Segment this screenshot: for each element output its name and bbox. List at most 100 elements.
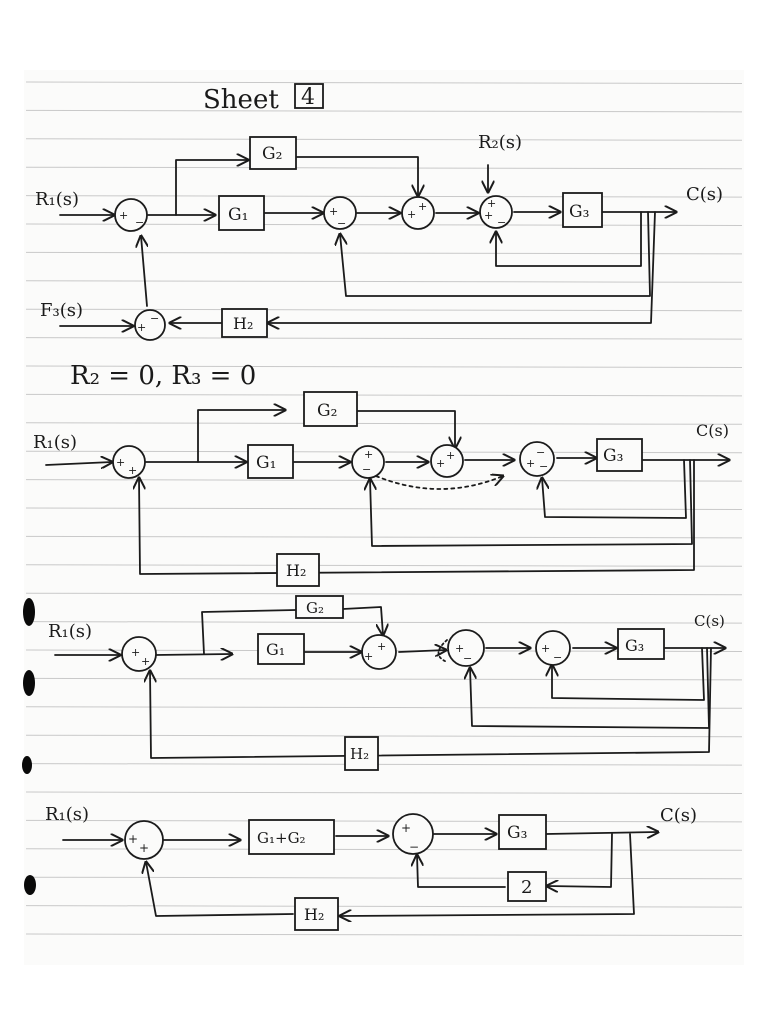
block-g2-label: G₂ xyxy=(317,401,337,421)
output-label: C(s) xyxy=(660,805,697,826)
ruled-line xyxy=(25,81,743,84)
svg-text:+: + xyxy=(128,464,137,477)
block-g1-label: G₁ xyxy=(256,453,276,473)
ruled-line xyxy=(25,734,743,738)
block-gain-2-label: 2 xyxy=(521,877,532,898)
ruled-line xyxy=(25,535,743,539)
block-h2-label: H₂ xyxy=(286,561,306,580)
input-label: R₁(s) xyxy=(33,432,77,453)
svg-text:+: + xyxy=(484,209,493,222)
svg-text:+: + xyxy=(407,208,416,221)
disturbance-f3-label: F₃(s) xyxy=(40,300,83,321)
ruled-line xyxy=(25,621,743,624)
ruled-line xyxy=(25,933,743,936)
block-g3 xyxy=(498,814,547,850)
block-h2-label: H₂ xyxy=(350,745,369,763)
ruled-line xyxy=(25,507,743,510)
ruled-line xyxy=(25,337,743,340)
svg-text:+: + xyxy=(119,209,128,222)
svg-text:−: − xyxy=(150,312,159,325)
output-label: C(s) xyxy=(686,184,723,205)
svg-text:+: + xyxy=(436,457,445,470)
block-g1-label: G₁ xyxy=(228,205,248,225)
ruled-line xyxy=(25,564,743,567)
sum-junction xyxy=(112,445,146,479)
sheet-header: Sheet 4 xyxy=(203,83,324,115)
sum-junction xyxy=(479,195,513,229)
svg-text:+: + xyxy=(377,640,386,653)
ruled-line xyxy=(25,876,743,880)
block-g2-label: G₂ xyxy=(306,599,324,617)
block-g3 xyxy=(617,628,665,660)
block-g3-label: G₃ xyxy=(507,823,527,843)
svg-text:+: + xyxy=(139,841,149,855)
ruled-line xyxy=(25,422,743,425)
svg-text:+: + xyxy=(128,832,138,846)
block-g1-plus-g2 xyxy=(248,819,335,855)
ruled-line xyxy=(25,166,743,170)
svg-text:+: + xyxy=(526,457,535,470)
block-gain-2 xyxy=(507,871,547,902)
ruled-line xyxy=(25,223,743,226)
svg-text:+: + xyxy=(141,655,150,668)
svg-text:+: + xyxy=(131,646,140,659)
block-g3-label: G₃ xyxy=(625,636,644,655)
block-g1 xyxy=(247,444,294,479)
svg-text:+: + xyxy=(364,650,373,663)
svg-text:+: + xyxy=(401,821,411,835)
sum-junction xyxy=(114,198,148,232)
svg-text:−: − xyxy=(497,216,506,229)
sheet-number: 4 xyxy=(301,85,315,110)
svg-text:+: + xyxy=(137,321,146,334)
output-label: C(s) xyxy=(694,612,725,630)
ruled-line xyxy=(25,109,743,113)
ruled-line xyxy=(25,905,743,908)
block-g1 xyxy=(218,195,265,231)
block-g2 xyxy=(249,136,297,170)
block-h2-label: H₂ xyxy=(233,314,253,333)
block-g3-label: G₃ xyxy=(569,202,589,222)
svg-text:+: + xyxy=(455,642,464,655)
ruled-line xyxy=(25,280,743,283)
diagram-step-1: R₁(s) C(s) ++ +− ++ −+− G₂ G₁ G₃ H₂ xyxy=(33,391,729,587)
sheet-label: Sheet xyxy=(203,85,279,115)
sum-junction xyxy=(401,196,435,230)
svg-text:−: − xyxy=(135,216,144,229)
disturbance-r2-label: R₂(s) xyxy=(478,132,522,153)
block-h2 xyxy=(294,897,339,931)
block-g3-label: G₃ xyxy=(603,446,623,466)
ruled-line xyxy=(25,592,743,596)
block-g1 xyxy=(257,633,305,665)
svg-text:+: + xyxy=(329,205,338,218)
diagram-original: R₁(s) C(s) R₂(s) F₃(s) +− +− ++ ++− +− xyxy=(35,132,723,341)
condition-note: R₂ = 0, R₃ = 0 xyxy=(70,361,256,391)
ruled-line xyxy=(25,195,743,198)
sum-junction xyxy=(134,309,166,341)
ruled-line xyxy=(25,365,743,368)
svg-text:−: − xyxy=(539,460,548,473)
block-g1-plus-g2-label: G₁+G₂ xyxy=(257,829,306,847)
input-label: R₁(s) xyxy=(35,189,79,210)
svg-text:+: + xyxy=(487,197,496,210)
svg-text:+: + xyxy=(116,456,125,469)
svg-text:−: − xyxy=(536,446,545,459)
sum-junction xyxy=(535,630,571,666)
ruled-line xyxy=(25,706,743,709)
sum-junction xyxy=(447,629,485,667)
block-g3 xyxy=(562,192,603,228)
sum-junction xyxy=(351,445,385,479)
sum-junction xyxy=(323,196,357,230)
binder-holes xyxy=(22,598,36,895)
svg-text:−: − xyxy=(409,840,419,854)
block-g1-label: G₁ xyxy=(266,640,285,659)
block-h2 xyxy=(221,308,268,338)
output-label: C(s) xyxy=(696,421,729,440)
sum-junction xyxy=(392,813,434,855)
svg-text:−: − xyxy=(463,652,472,665)
ruled-line xyxy=(25,763,743,766)
block-g2 xyxy=(295,595,344,619)
input-label: R₁(s) xyxy=(48,621,92,642)
svg-text:+: + xyxy=(418,200,427,213)
block-h2-label: H₂ xyxy=(304,905,324,924)
